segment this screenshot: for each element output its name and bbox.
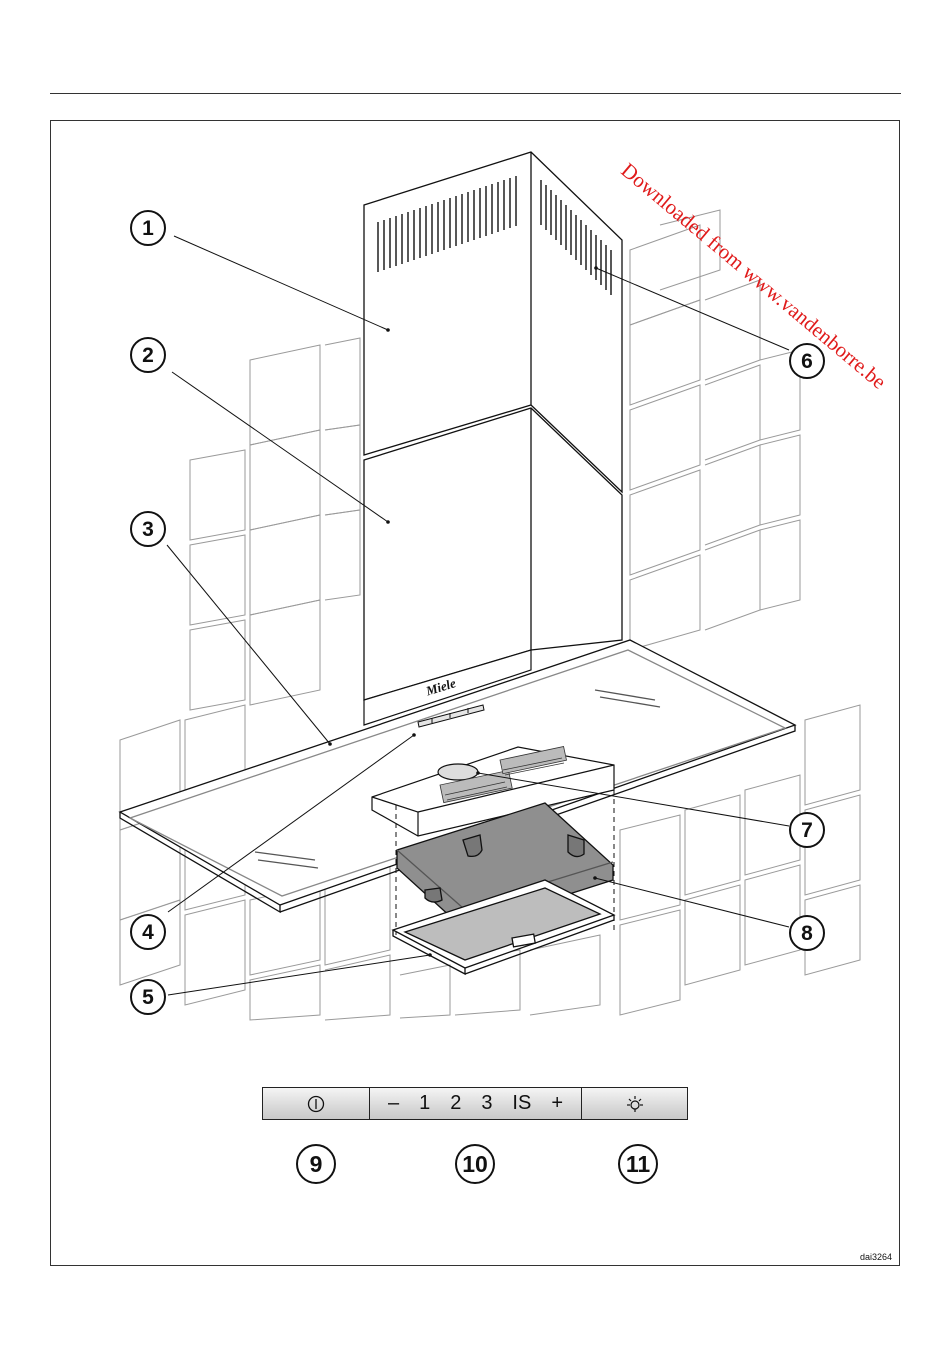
light-button[interactable] (582, 1088, 687, 1119)
power-button[interactable] (263, 1088, 370, 1119)
callout-6: 6 (789, 343, 825, 379)
callout-1: 1 (130, 210, 166, 246)
callout-10: 10 (455, 1144, 495, 1184)
figure-code: dai3264 (860, 1252, 892, 1262)
callout-8: 8 (789, 915, 825, 951)
fan-minus-button[interactable]: – (388, 1092, 399, 1115)
fan-level-3-button[interactable]: 3 (481, 1092, 492, 1115)
callout-2: 2 (130, 337, 166, 373)
power-icon (307, 1095, 325, 1113)
callout-7: 7 (789, 812, 825, 848)
fan-plus-button[interactable]: + (551, 1092, 563, 1115)
callout-9: 9 (296, 1144, 336, 1184)
fan-level-1-button[interactable]: 1 (419, 1092, 430, 1115)
callout-4: 4 (130, 914, 166, 950)
control-panel: – 1 2 3 IS + (262, 1087, 688, 1120)
intensive-setting-button[interactable]: IS (512, 1092, 531, 1115)
callout-5: 5 (130, 979, 166, 1015)
light-icon (622, 1094, 648, 1114)
fan-level-2-button[interactable]: 2 (450, 1092, 461, 1115)
callout-11: 11 (618, 1144, 658, 1184)
callout-3: 3 (130, 511, 166, 547)
fan-speed-controls: – 1 2 3 IS + (370, 1088, 582, 1119)
